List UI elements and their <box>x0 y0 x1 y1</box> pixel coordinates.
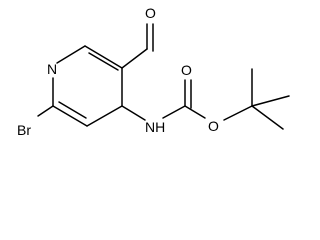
bond-c3-c2-inner <box>58 101 87 119</box>
carbamate-group <box>121 79 253 121</box>
atom-label-amine-nh: NH <box>145 119 165 135</box>
formyl-group <box>121 23 154 69</box>
structure-drawing: N Br O NH O O <box>17 5 290 138</box>
chemical-structure: N Br O NH O O <box>17 5 290 138</box>
atom-label-carbonyl-o: O <box>181 62 192 78</box>
bond-tbu-methyl-right <box>251 95 290 107</box>
bond-nh-carbonyl-c <box>162 105 186 119</box>
bond-c4-nh <box>121 105 146 121</box>
bond-tbu-methyl-down <box>251 105 284 130</box>
bond-ester-o-tbu <box>223 105 253 121</box>
bond-c6-c5-inner <box>88 52 119 71</box>
tert-butyl-group <box>251 68 290 130</box>
atom-label-ring-n: N <box>47 61 57 77</box>
bond-carbonyl-c-ester-o <box>184 105 206 119</box>
atom-label-aldehyde-o: O <box>145 5 156 21</box>
bond-n-c6 <box>56 45 86 64</box>
bond-c4-c3 <box>86 105 123 127</box>
atom-label-ester-o: O <box>208 118 219 134</box>
bond-c6-c5 <box>84 45 123 69</box>
bond-c3-c2 <box>52 105 88 127</box>
bond-c2-br <box>37 105 54 117</box>
atom-label-bromine: Br <box>17 122 31 138</box>
bond-c5-cho <box>121 48 148 69</box>
pyridine-ring <box>52 45 123 127</box>
